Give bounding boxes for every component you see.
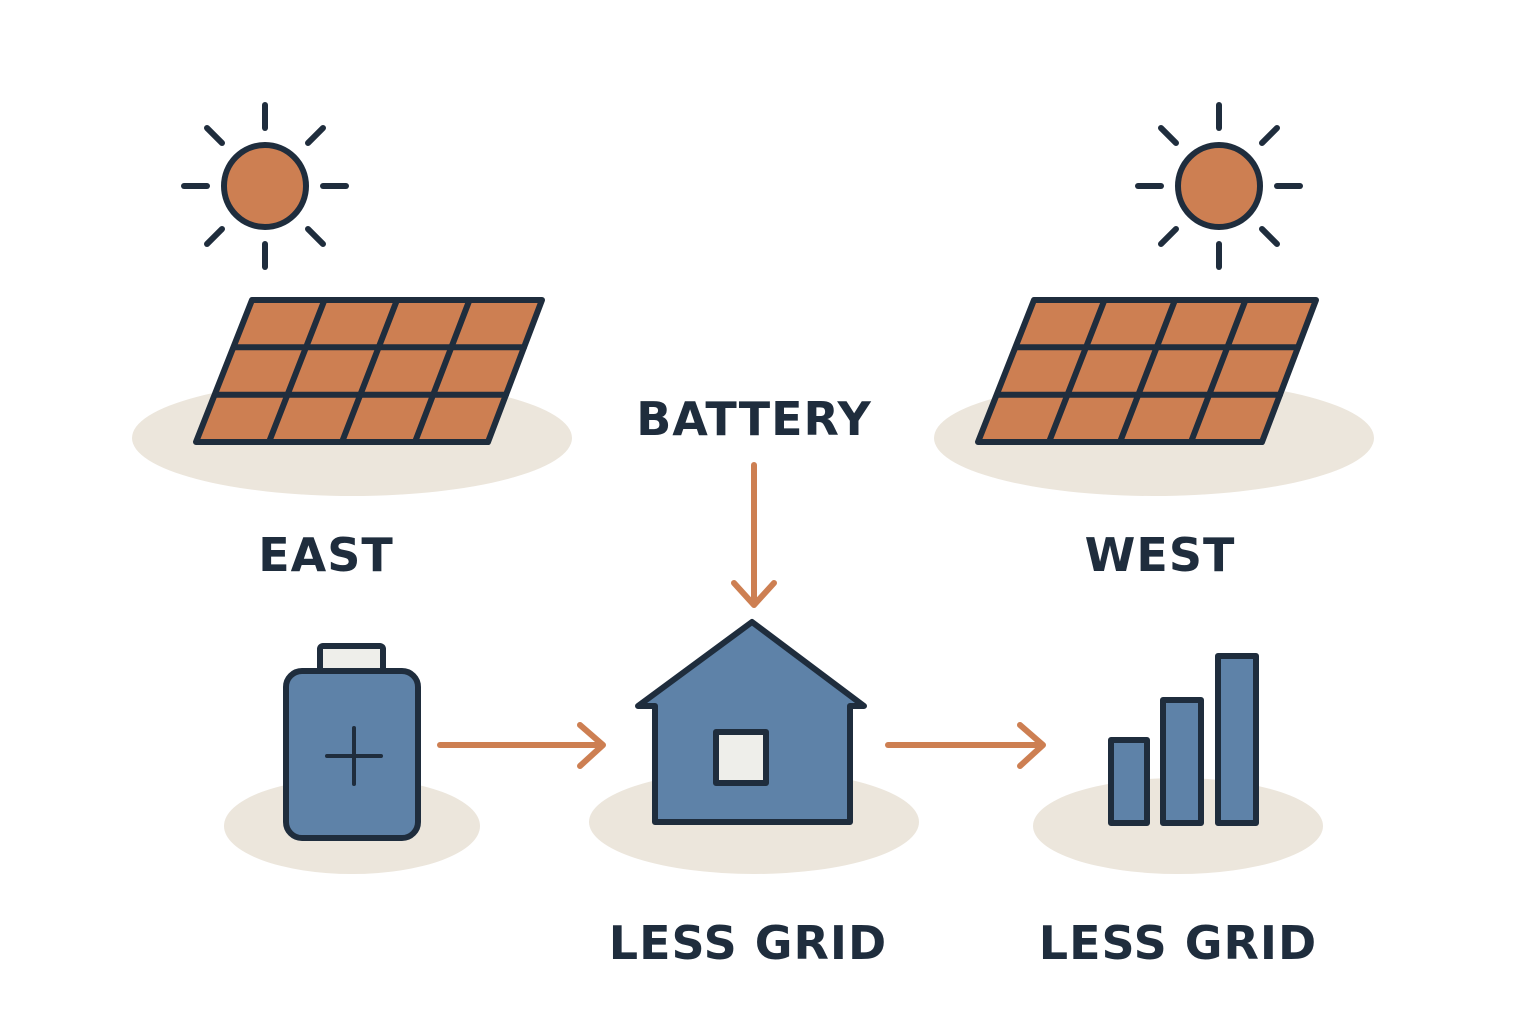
house-icon: [635, 619, 867, 825]
label-less-grid-chart: LESS GRID: [1038, 916, 1318, 970]
label-less-grid-house: LESS GRID: [608, 916, 888, 970]
label-west: WEST: [1084, 528, 1236, 582]
label-battery: BATTERY: [636, 392, 872, 446]
battery-icon: [283, 643, 421, 841]
sun-icon-west: [1135, 102, 1303, 270]
solar-panel-icon-west: [975, 297, 1319, 445]
bar-chart-icon: [1108, 653, 1259, 826]
arrow-house-to-chart: [885, 722, 1046, 769]
solar-panel-icon-east: [193, 297, 545, 445]
arrow-battery-down: [731, 462, 777, 608]
sun-icon-east: [181, 102, 349, 270]
arrow-battery-to-house: [437, 722, 606, 769]
label-east: EAST: [258, 528, 394, 582]
